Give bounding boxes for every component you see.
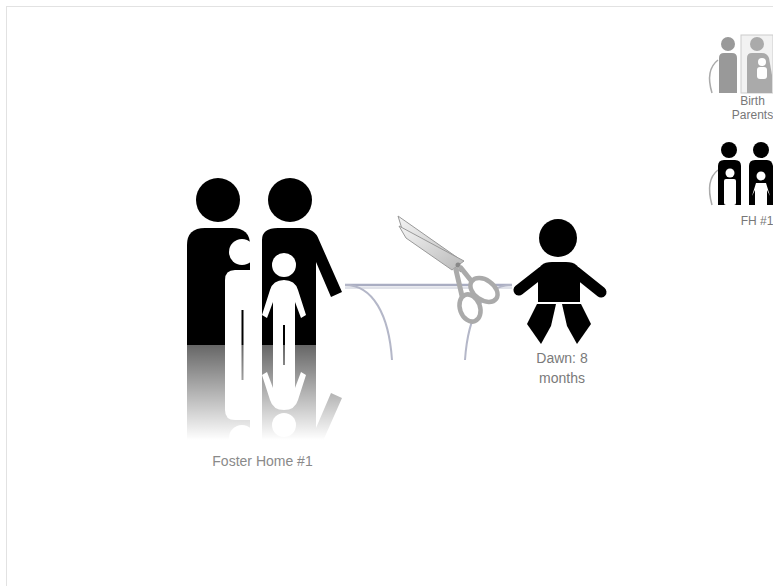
birth-parents-icon [700,32,773,94]
node-label: Birth Parents [725,94,773,122]
legend-icon-node: Birth Parents [700,32,773,122]
foster-family-mini-icon [700,138,773,208]
node-label: Dawn: 8 months [527,348,597,388]
node-label: FH #1 [727,214,773,228]
legend-icon-node: FH #1 [700,138,773,233]
image-frame [6,6,773,586]
baby-icon [512,210,612,345]
family-icon [180,150,345,440]
node-label: Foster Home #1 [180,452,345,470]
child-node: Dawn: 8 months [512,210,612,390]
foster-home-node: Foster Home #1 [180,150,345,475]
